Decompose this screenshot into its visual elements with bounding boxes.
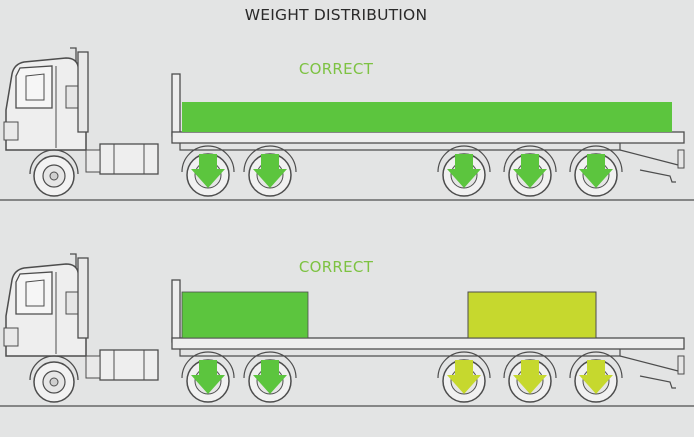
- load-rear-block: [467, 291, 597, 339]
- diagram-title: WEIGHT DISTRIBUTION: [244, 6, 428, 24]
- scenario-1-label: CORRECT: [298, 60, 374, 78]
- axle-2-2: [243, 351, 297, 403]
- load-full-length: [182, 102, 672, 132]
- truck-2: [3, 253, 685, 403]
- axle-2-5: [569, 351, 623, 403]
- axle-2-4: [503, 351, 557, 403]
- axle-1-2: [243, 145, 297, 197]
- load-front-block: [181, 291, 309, 339]
- truck-1: [3, 47, 685, 197]
- axle-2-3: [437, 351, 491, 403]
- axle-1-3: [437, 145, 491, 197]
- axle-1-5: [569, 145, 623, 197]
- axle-1-4: [503, 145, 557, 197]
- scenario-2-label: CORRECT: [298, 258, 374, 276]
- axle-2-1: [181, 351, 235, 403]
- axle-1-1: [181, 145, 235, 197]
